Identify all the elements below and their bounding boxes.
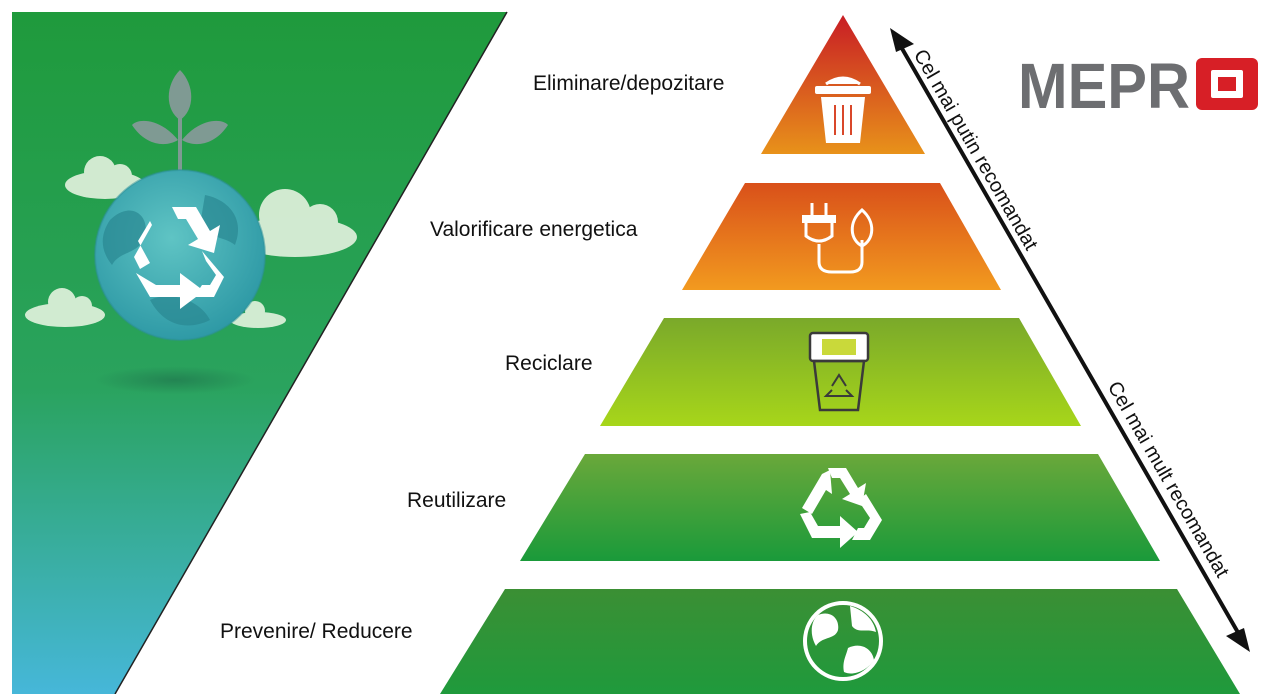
trash-can-icon (815, 76, 871, 143)
recycle-arrows-icon (800, 468, 882, 548)
globe-icon (803, 601, 883, 681)
pyramid-level-eliminare (761, 15, 925, 154)
pyramid-level-prevenire (440, 589, 1240, 694)
pyramid (440, 15, 1240, 694)
label-prevenire: Prevenire/ Reducere (220, 620, 413, 643)
green-panel (12, 12, 507, 694)
recommendation-arrow (890, 28, 1250, 652)
label-valorificare: Valorificare energetica (430, 218, 638, 241)
pyramid-level-reciclare (600, 318, 1081, 426)
pyramid-level-valorificare (682, 183, 1001, 290)
label-eliminare: Eliminare/depozitare (533, 72, 725, 95)
label-reutilizare: Reutilizare (407, 489, 507, 512)
label-reciclare: Reciclare (505, 352, 593, 375)
recycle-bin-icon (808, 331, 870, 412)
plug-leaf-icon (802, 203, 874, 274)
mepro-logo: MEPR (1018, 50, 1258, 122)
pyramid-level-reutilizare (520, 454, 1160, 561)
red-square-logo-mark (1196, 58, 1258, 110)
earth-with-plant-and-recycle-icon (25, 70, 357, 394)
logo-text: MEPR (1018, 50, 1190, 122)
